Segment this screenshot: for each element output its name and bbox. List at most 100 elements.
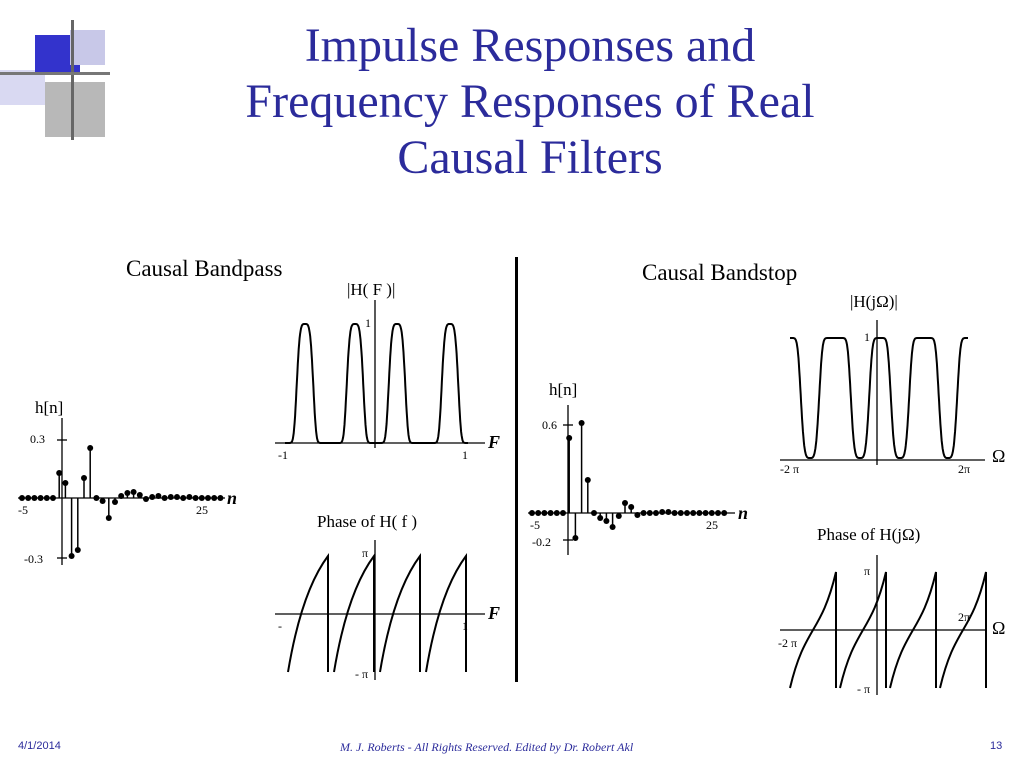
bs-impulse-ymin-tick: -0.2 xyxy=(532,535,551,549)
bp-impulse-xmin-tick: -5 xyxy=(18,503,28,517)
bp-impulse-xmax-tick: 25 xyxy=(196,503,208,517)
bp-phase-curve xyxy=(287,552,467,673)
bs-phase-xmin-tick: -2 π xyxy=(778,636,798,650)
impulse-sample xyxy=(105,515,112,521)
bs-mag-xmin-tick: -2 π xyxy=(780,462,800,476)
impulse-sample xyxy=(217,495,224,501)
impulse-sample xyxy=(161,495,168,501)
impulse-sample xyxy=(671,510,678,516)
impulse-sample xyxy=(665,509,672,515)
impulse-sample xyxy=(205,495,211,501)
bandpass-heading: Causal Bandpass xyxy=(126,256,283,281)
impulse-sample xyxy=(572,535,579,541)
impulse-sample xyxy=(211,495,218,501)
bs-mag-curve xyxy=(790,337,968,459)
impulse-sample xyxy=(615,513,622,519)
impulse-sample xyxy=(535,510,542,516)
impulse-sample xyxy=(167,494,174,500)
impulse-sample xyxy=(74,547,81,553)
bs-impulse-xmax-tick: 25 xyxy=(706,518,718,532)
impulse-sample xyxy=(708,510,715,516)
bs-impulse-ylabel: h[n] xyxy=(549,380,578,399)
impulse-sample xyxy=(68,553,75,559)
impulse-sample xyxy=(640,510,647,516)
bp-mag-curve xyxy=(285,323,468,444)
footer-credit: M. J. Roberts - All Rights Reserved. Edi… xyxy=(340,740,634,754)
impulse-sample xyxy=(136,492,143,498)
bp-impulse-ylabel: h[n] xyxy=(35,398,64,417)
impulse-sample xyxy=(112,499,118,505)
footer-page-number: 13 xyxy=(990,740,1003,752)
section-divider xyxy=(515,257,518,682)
impulse-sample xyxy=(19,495,25,501)
impulse-sample xyxy=(566,435,573,441)
impulse-sample xyxy=(174,494,180,500)
impulse-sample xyxy=(603,518,610,524)
bs-phase-title: Phase of H(jΩ) xyxy=(817,525,921,544)
impulse-sample xyxy=(143,496,149,502)
impulse-sample xyxy=(646,510,653,516)
impulse-sample xyxy=(690,510,697,516)
impulse-sample xyxy=(62,480,69,486)
bs-phase-xmax-tick: 2π xyxy=(958,610,971,624)
impulse-sample xyxy=(578,420,585,426)
bp-impulse-stems xyxy=(19,445,224,559)
impulse-sample xyxy=(43,495,50,501)
impulse-sample xyxy=(702,510,709,516)
impulse-sample xyxy=(155,493,162,499)
title-line-1: Impulse Responses and xyxy=(304,19,756,72)
bp-phase-ymin-tick: - π xyxy=(355,667,369,681)
impulse-sample xyxy=(547,510,554,516)
bs-mag-ytick: 1 xyxy=(864,330,870,344)
impulse-sample xyxy=(591,510,597,516)
impulse-sample xyxy=(597,515,604,521)
bp-impulse-ymin-tick: -0.3 xyxy=(24,552,43,566)
bs-mag-xmax-tick: 2π xyxy=(958,462,971,476)
bs-phase-curve xyxy=(789,571,987,689)
bp-impulse-xaxis-label: n xyxy=(227,488,238,508)
impulse-sample xyxy=(118,493,125,499)
bp-impulse-ymax-tick: 0.3 xyxy=(30,432,45,446)
bp-mag-title: |H( F )| xyxy=(347,280,396,299)
impulse-sample xyxy=(124,490,131,496)
title-line-3: Causal Filters xyxy=(397,131,663,184)
title-line-2: Frequency Responses of Real xyxy=(245,75,815,128)
bs-phase-xaxis-label: Ω xyxy=(992,618,1006,638)
bs-phase-ymin-tick: - π xyxy=(857,682,871,696)
bp-mag-xmin-tick: -1 xyxy=(278,448,288,462)
impulse-sample xyxy=(634,512,641,518)
impulse-sample xyxy=(715,510,721,516)
bs-impulse-stems xyxy=(529,420,728,541)
impulse-sample xyxy=(553,510,560,516)
slide-title: Impulse Responses and Frequency Response… xyxy=(140,18,920,186)
impulse-sample xyxy=(541,510,548,516)
bp-phase-xaxis-label: F xyxy=(488,603,501,623)
bp-phase-xmax-tick: 1 xyxy=(462,619,468,633)
impulse-sample xyxy=(25,495,32,501)
bs-mag-title: |H(jΩ)| xyxy=(850,292,898,311)
impulse-sample xyxy=(529,510,535,516)
impulse-sample xyxy=(180,495,187,501)
impulse-sample xyxy=(93,495,100,501)
impulse-sample xyxy=(56,470,63,476)
footer-date: 4/1/2014 xyxy=(18,740,61,752)
bs-mag-xaxis-label: Ω xyxy=(992,446,1006,466)
impulse-sample xyxy=(584,477,591,483)
bs-phase-ymax-tick: π xyxy=(864,564,871,578)
bp-phase-xmin-tick: - xyxy=(278,619,282,633)
impulse-sample xyxy=(622,500,628,506)
bs-impulse-xmin-tick: -5 xyxy=(530,518,540,532)
impulse-sample xyxy=(192,495,199,501)
impulse-sample xyxy=(31,495,38,501)
impulse-sample xyxy=(186,494,193,500)
bp-phase-ymax-tick: π xyxy=(362,546,369,560)
impulse-sample xyxy=(81,475,87,481)
bandstop-heading: Causal Bandstop xyxy=(642,260,798,285)
bp-mag-xmax-tick: 1 xyxy=(462,448,468,462)
impulse-sample xyxy=(653,510,659,516)
impulse-sample xyxy=(684,510,690,516)
bp-mag-xaxis-label: F xyxy=(488,432,501,452)
impulse-sample xyxy=(130,489,137,495)
impulse-sample xyxy=(87,445,94,451)
